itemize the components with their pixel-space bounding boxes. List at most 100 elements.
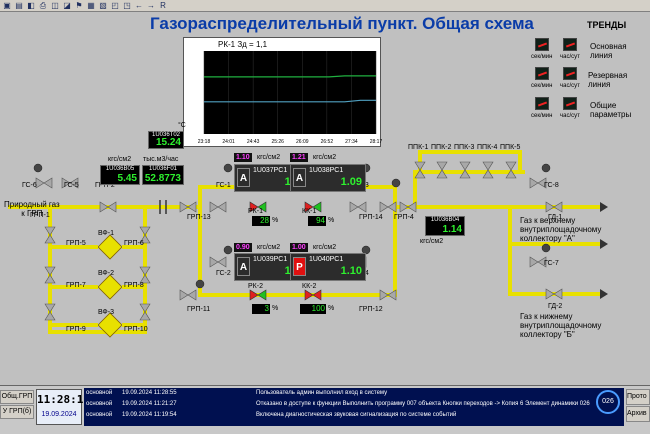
pid-tag: 1U037PC1 bbox=[253, 167, 288, 174]
chart-x-tick: 26:09 bbox=[296, 139, 309, 145]
trend-main-line-label: Основная линия bbox=[590, 42, 627, 60]
meter-flow[interactable]: 1U036F01 52.8773 bbox=[142, 165, 184, 185]
meter-value: 1.14 bbox=[442, 224, 462, 235]
log-message: Отказано в доступе к функции Выполнить п… bbox=[256, 401, 590, 407]
toolbar-button-0[interactable]: ▣ bbox=[3, 1, 11, 10]
toolbar-button-2[interactable]: ◧ bbox=[27, 1, 35, 10]
label-pk5: ППК-5 bbox=[500, 144, 521, 151]
gas-collector-b-label: Газ к нижнему внутриплощадочному коллект… bbox=[520, 312, 602, 339]
pid-value: 1.09 bbox=[340, 176, 362, 188]
event-log[interactable]: основной 19.09.2024 11:28:55 Пользовател… bbox=[84, 388, 624, 426]
trend-reserve-sec-icon[interactable] bbox=[535, 67, 549, 80]
setpoint-rk2[interactable]: 0.90 bbox=[234, 243, 252, 252]
label-gs7: ГС-7 bbox=[544, 260, 559, 267]
trend-main-hour-icon[interactable] bbox=[563, 38, 577, 51]
label-gs6: ГС-6 bbox=[22, 182, 37, 189]
label-grp13: ГРП-13 bbox=[187, 214, 211, 221]
pct-sign: % bbox=[272, 217, 279, 224]
position-kk2: 100 bbox=[300, 304, 326, 314]
pct-sign: % bbox=[328, 217, 335, 224]
trend-common-sec-icon[interactable] bbox=[535, 97, 549, 110]
label-grp8: ГРП-8 bbox=[124, 282, 144, 289]
label-kk1: КК-1 bbox=[302, 208, 317, 215]
toolbar-button-5[interactable]: ◪ bbox=[63, 1, 71, 10]
chart-x-tick: 24:01 bbox=[222, 139, 235, 145]
pid-tag: 1U040PC1 bbox=[309, 256, 344, 263]
pct-sign: % bbox=[272, 305, 279, 312]
label-grp10: ГРП-10 bbox=[124, 326, 148, 333]
nav-grp-b-button[interactable]: У ГРП(б) bbox=[0, 405, 34, 419]
label-grp7: ГРП-7 bbox=[66, 282, 86, 289]
toolbar-button-1[interactable]: ▤ bbox=[15, 1, 23, 10]
pid-tag: 1U038PC1 bbox=[309, 167, 344, 174]
trend-main-sec-icon[interactable] bbox=[535, 38, 549, 51]
position-rk1: 28 bbox=[252, 216, 270, 226]
label-rk1: РК-1 bbox=[248, 208, 263, 215]
label-pk2: ППК-2 bbox=[431, 144, 452, 151]
setpoint-rk1[interactable]: 1.10 bbox=[234, 153, 252, 162]
chart-x-tick: 24:43 bbox=[247, 139, 260, 145]
mode-indicator[interactable]: A bbox=[293, 168, 306, 187]
toolbar-button-12[interactable]: → bbox=[147, 1, 155, 10]
unit-flow: тыс.м3/час bbox=[143, 156, 179, 163]
toolbar-button-8[interactable]: ▧ bbox=[99, 1, 107, 10]
trend-hour-label: час/сут bbox=[560, 54, 580, 60]
meter-pressure-out[interactable]: 1U036B04 1.14 bbox=[425, 216, 465, 236]
position-kk1: 94 bbox=[308, 216, 326, 226]
unit-kgs-kk1: кгс/см2 bbox=[313, 154, 337, 161]
setpoint-kk2[interactable]: 1.00 bbox=[290, 243, 308, 252]
toolbar-button-9[interactable]: ◰ bbox=[111, 1, 119, 10]
toolbar-button-3[interactable]: ⎙ bbox=[39, 1, 47, 10]
mode-indicator[interactable]: A bbox=[237, 257, 250, 276]
label-grp11: ГРП-11 bbox=[187, 306, 211, 313]
setpoint-kk1[interactable]: 1.21 bbox=[290, 153, 308, 162]
label-grp4: ГРП-4 bbox=[394, 214, 414, 221]
label-grp5: ГРП-5 bbox=[66, 240, 86, 247]
toolbar-button-7[interactable]: ▦ bbox=[87, 1, 95, 10]
pid-controller-kk2[interactable]: P 1U040PC1 1.10 bbox=[290, 253, 366, 281]
mode-indicator[interactable]: P bbox=[293, 257, 306, 276]
chart-x-tick: 28:17 bbox=[370, 139, 382, 145]
pid-controller-kk1[interactable]: A 1U038PC1 1.09 bbox=[290, 164, 366, 192]
trend-common-params-label: Общие параметры bbox=[590, 101, 632, 119]
trend-sec-label: сек/мин bbox=[531, 54, 553, 60]
protocol-button[interactable]: Прото bbox=[626, 389, 650, 405]
toolbar-button-13[interactable]: R bbox=[160, 1, 166, 10]
meter-temperature[interactable]: 1U036T02 15.24 bbox=[148, 131, 184, 149]
chart-series-line-0 bbox=[204, 75, 376, 78]
label-pk1: ППК-1 bbox=[408, 144, 429, 151]
label-vf1: ВФ-1 bbox=[98, 230, 114, 237]
label-grp14: ГРП-14 bbox=[359, 214, 383, 221]
natural-gas-label: Природный газ к ГРП bbox=[4, 200, 60, 218]
meter-tag: 1U036F01 bbox=[148, 166, 178, 172]
trend-hour-label-3: час/сут bbox=[560, 113, 580, 119]
label-rk2: РК-2 bbox=[248, 283, 263, 290]
mode-indicator[interactable]: A bbox=[237, 168, 250, 187]
log-time: 19.09.2024 11:19:54 bbox=[122, 412, 177, 418]
clock: 11:28:17 19.09.2024 bbox=[36, 389, 90, 425]
toolbar-button-10[interactable]: ◳ bbox=[123, 1, 131, 10]
meter-pressure-in[interactable]: 1U036B05 5.45 bbox=[100, 165, 140, 185]
label-pk3: ППК-3 bbox=[454, 144, 475, 151]
log-time: 19.09.2024 11:28:55 bbox=[122, 390, 177, 396]
toolbar-button-11[interactable]: ← bbox=[135, 1, 143, 10]
meter-tag: 1U036T02 bbox=[151, 132, 181, 138]
pct-sign: % bbox=[328, 305, 335, 312]
toolbar-button-4[interactable]: ◫ bbox=[51, 1, 59, 10]
trend-reserve-hour-icon[interactable] bbox=[563, 67, 577, 80]
gas-collector-a-label: Газ к верхнему внутриплощадочному коллек… bbox=[520, 216, 602, 243]
pid-tag: 1U039PC1 bbox=[253, 256, 288, 263]
label-grp9: ГРП-9 bbox=[66, 326, 86, 333]
toolbar-button-6[interactable]: ⚑ bbox=[75, 1, 83, 10]
log-time: 19.09.2024 11:21:27 bbox=[122, 401, 177, 407]
log-type: основной bbox=[86, 412, 113, 418]
log-type: основной bbox=[86, 401, 113, 407]
unit-kgs-2: кгс/см2 bbox=[420, 238, 444, 245]
trend-common-hour-icon[interactable] bbox=[563, 97, 577, 110]
nav-general-grp-button[interactable]: Общ.ГРП bbox=[0, 390, 34, 404]
label-gs8: ГС-8 bbox=[544, 182, 559, 189]
archive-button[interactable]: Архив bbox=[626, 406, 650, 422]
label-vf2: ВФ-2 bbox=[98, 270, 114, 277]
